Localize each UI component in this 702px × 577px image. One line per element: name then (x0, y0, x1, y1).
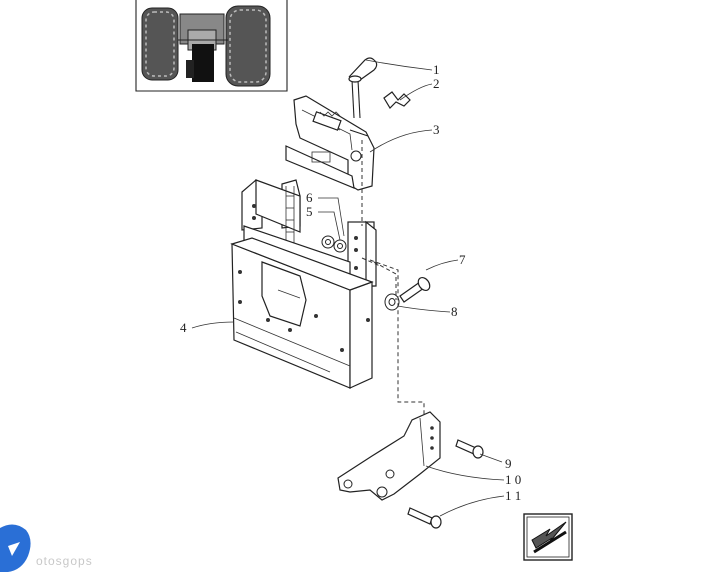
bracket-part-3 (285, 95, 375, 191)
bolt-part-9 (455, 439, 484, 459)
callout-11: 1 1 (505, 488, 521, 503)
callout-6: 6 (306, 190, 313, 205)
clip-part-2 (383, 91, 411, 109)
callout-1: 1 (433, 62, 440, 77)
callout-labels: 1 2 3 4 5 6 7 8 9 1 0 1 1 (180, 62, 521, 503)
hitch-bracket-part-10 (337, 411, 441, 501)
tractor-thumbnail-icon[interactable] (135, 0, 288, 92)
watermark-logo-icon (0, 524, 31, 572)
callout-8: 8 (451, 304, 458, 319)
watermark-text: otosgops (36, 554, 93, 568)
bolt-part-11 (407, 507, 442, 529)
callout-9: 9 (505, 456, 512, 471)
washer-part-8 (384, 293, 400, 311)
callout-5: 5 (306, 204, 313, 219)
pin-part-1 (348, 57, 378, 119)
callout-2: 2 (433, 76, 440, 91)
callout-3: 3 (433, 122, 440, 137)
assembly-lines (361, 140, 425, 416)
leader-lines (191, 59, 505, 517)
callout-7: 7 (459, 252, 466, 267)
arrow-down-left-icon[interactable] (523, 513, 573, 561)
weight-part-4 (230, 179, 377, 389)
callout-4: 4 (180, 320, 187, 335)
washers-part-5-6 (321, 235, 347, 253)
bolt-part-7 (399, 276, 431, 303)
callout-10: 1 0 (505, 472, 521, 487)
